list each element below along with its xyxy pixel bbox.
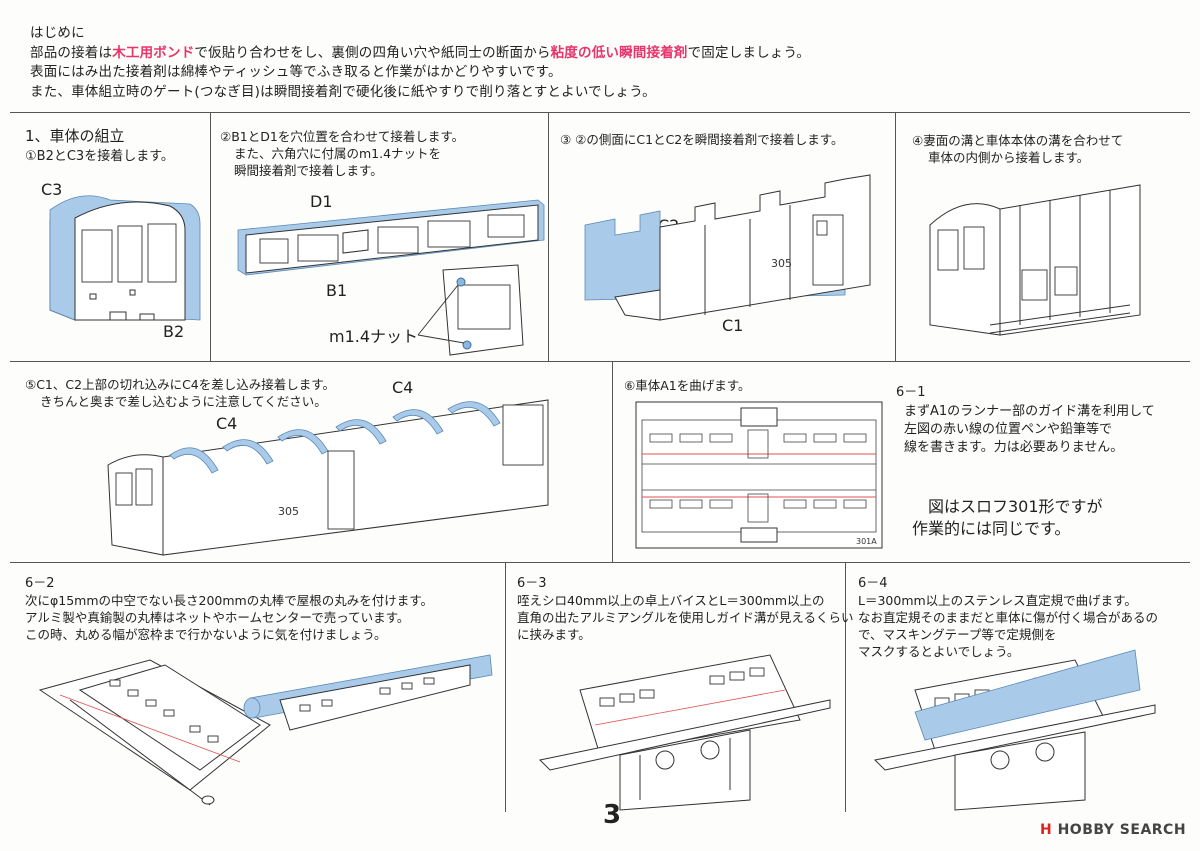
step3-line1: ③ ②の側面にC1とC2を瞬間接着剤で接着します。: [560, 132, 844, 147]
step5-line1: ⑤C1、C2上部の切れ込みにC4を差し込み接着します。: [25, 377, 335, 392]
step6-3-line3: に挟みます。: [517, 627, 591, 642]
step6-4-line3: マスクするとよいでしょう。: [858, 644, 1020, 659]
step6-3-line2: 直角の出たアルミアングルを使用しガイド溝が見えるくらい: [517, 610, 854, 625]
step4-line1: ④妻面の溝と車体本体の溝を合わせて: [912, 133, 1124, 148]
page-number: 3: [603, 800, 622, 830]
step6-2-line2: アルミ製や真鍮製の丸棒はネットやホームセンターで売っています。: [25, 610, 410, 625]
step5-line2: きちんと奥まで差し込むように注意してください。: [40, 394, 327, 409]
label-c1: C1: [722, 316, 744, 335]
step6-1-line2: 左図の赤い線の位置ペンや鉛筆等で: [904, 422, 1113, 437]
step6-title: ⑥車体A1を曲げます。: [624, 378, 751, 393]
step6-1-line1: まずA1のランナー部のガイド溝を利用して: [904, 404, 1155, 419]
step6-3-vise-illustration: [538, 654, 831, 811]
step6-4-line2: なお直定規そのままだと車体に傷が付く場合があるので、マスキングテープ等で定規側を: [858, 610, 1159, 642]
step6-note-line1: 図はスロフ301形ですが: [928, 497, 1103, 516]
divider-v-1: [210, 112, 211, 361]
divider-v-3: [895, 112, 896, 361]
step2-floor-illustration: [237, 199, 545, 356]
step6-2-rod-illustration: [38, 654, 493, 806]
intro-heading: はじめに: [30, 25, 85, 41]
step6-2-line3: この時、丸める幅が窓枠まで行かないように気を付けましょう。: [25, 627, 387, 642]
watermark-logo: H: [1040, 822, 1053, 838]
step6-2-title: 6－2: [25, 576, 55, 591]
intro-line-1-a: 部品の接着は: [30, 44, 113, 61]
step6-a1-sheet-illustration: 301A: [635, 401, 883, 549]
step6-3-line1: 咥えシロ40mm以上の卓上バイスとL＝300mm以上の: [517, 593, 825, 608]
divider-v-4: [612, 361, 613, 562]
step6-1-line3: 線を書きます。力は必要ありません。: [904, 440, 1124, 455]
intro-line-3: また、車体組立時のゲート(つなぎ目)は瞬間接着剤で硬化後に紙やすりで削り落とすと…: [30, 83, 656, 100]
step6-4-ruler-illustration: [873, 649, 1156, 811]
label-c4-left: C4: [216, 414, 238, 433]
watermark: H HOBBY SEARCH: [1040, 822, 1186, 838]
divider-row-3: [10, 562, 1190, 563]
step6-note-line2: 作業的には同じです。: [912, 519, 1071, 538]
divider-v-6: [845, 562, 846, 812]
intro-line-1: 部品の接着は木工用ボンドで仮貼り合わせをし、裏側の四角い穴や紙同士の断面から粘度…: [30, 44, 810, 64]
divider-row-1: [10, 112, 1190, 113]
step1-subtitle: ①B2とC3を接着します。: [25, 149, 174, 164]
step1-cab-illustration: [49, 195, 201, 321]
divider-v-2: [548, 112, 549, 361]
step6-2-line1: 次にφ15mmの中空でない長さ200mmの丸棒で屋根の丸みを付けます。: [25, 593, 433, 608]
intro-text: はじめに 部品の接着は木工用ボンドで仮貼り合わせをし、裏側の四角い穴や紙同士の断…: [30, 24, 810, 102]
step6-1-title: 6－1: [896, 385, 926, 400]
step6-3-title: 6－3: [517, 576, 547, 591]
step2-line1: ②B1とD1を穴位置を合わせて接着します。: [220, 129, 465, 144]
step4-assembly-illustration: [929, 184, 1141, 336]
step2-line3: 瞬間接着剤で接着します。: [234, 163, 383, 178]
highlight-wood-glue: 木工用ボンド: [112, 44, 195, 61]
step4-line2: 車体の内側から接着します。: [928, 150, 1090, 165]
highlight-instant-glue: 粘度の低い瞬間接着剤: [550, 44, 688, 61]
step5-roof-ribs-illustration: 305: [107, 399, 549, 556]
label-b2: B2: [163, 322, 185, 341]
car-number-305-step5: 305: [278, 505, 299, 518]
step6-4-line1: L＝300mm以上のステンレス直定規で曲げます。: [858, 593, 1137, 608]
divider-v-5: [505, 562, 506, 812]
label-m14-nut: m1.4ナット: [329, 327, 419, 346]
label-c3: C3: [41, 180, 63, 199]
intro-line-1-b: で仮貼り合わせをし、裏側の四角い穴や紙同士の断面から: [194, 44, 551, 61]
label-b1: B1: [326, 281, 348, 300]
step3-side-illustration: 305: [584, 174, 871, 321]
divider-row-2: [10, 361, 1190, 362]
window-row-top: [649, 429, 867, 459]
watermark-text: HOBBY SEARCH: [1057, 822, 1187, 838]
label-c4-top: C4: [392, 378, 414, 397]
car-number-305: 305: [771, 257, 792, 270]
intro-line-2: 表面にはみ出た接着剤は綿棒やティッシュ等でふき取ると作業がはかどりやすいです。: [30, 64, 562, 80]
step1-title: 1、車体の組立: [25, 127, 125, 145]
window-row-bottom: [649, 493, 867, 523]
label-d1: D1: [310, 192, 333, 211]
sheet-label-301a: 301A: [856, 537, 877, 546]
step6-4-title: 6－4: [858, 576, 888, 591]
intro-line-1-c: で固定しましょう。: [687, 44, 811, 61]
step2-line2: また、六角穴に付属のm1.4ナットを: [234, 146, 442, 161]
